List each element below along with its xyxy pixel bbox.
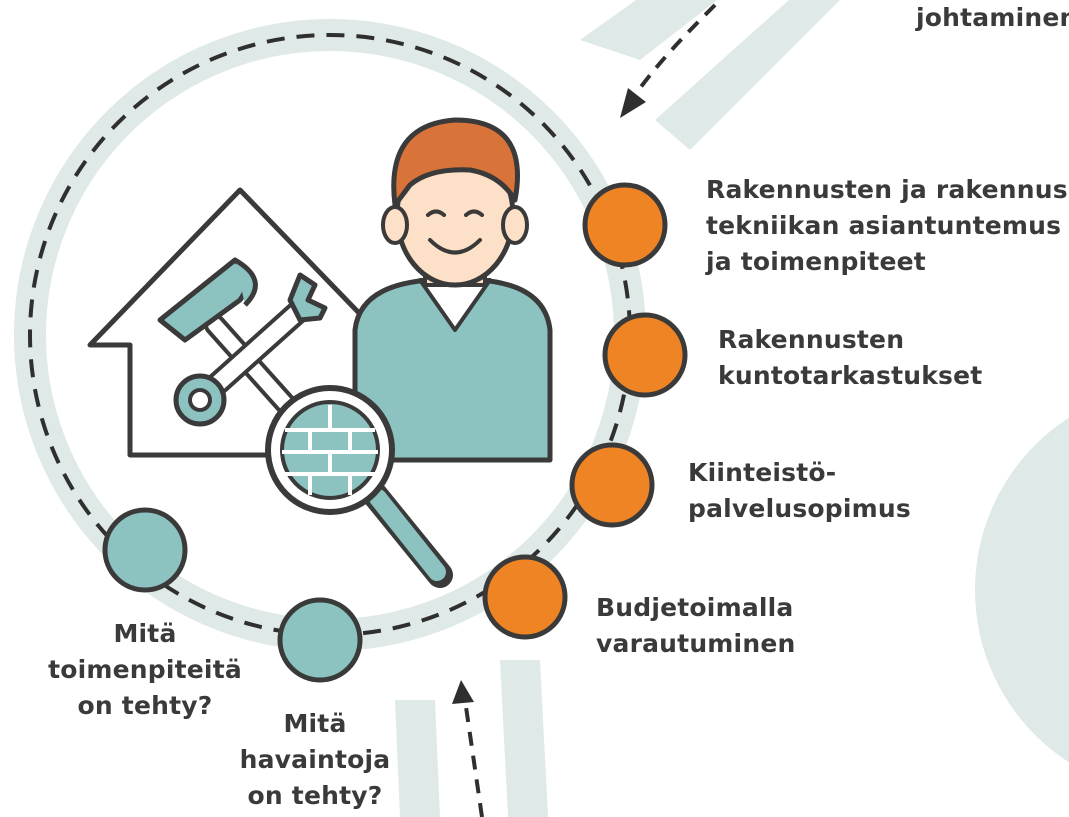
label-inspections: Rakennusten kuntotarkastukset	[718, 325, 983, 390]
label-service-agreement: Kiinteistö- palvelusopimus	[688, 458, 912, 523]
magnifier-icon	[265, 385, 453, 588]
top-right-label: johtaminen	[916, 3, 1069, 32]
teal-node-findings	[277, 597, 363, 683]
orange-node-service-agreement	[569, 442, 655, 528]
orange-nodes	[482, 182, 688, 640]
background-bands	[395, 0, 1069, 817]
teal-node-actions	[102, 507, 188, 593]
label-expertise: Rakennusten ja rakennus- tekniikan asian…	[706, 175, 1069, 276]
label-question-findings: Mitä havaintoja on tehty?	[239, 709, 391, 810]
label-budgeting: Budjetoimalla varautuminen	[596, 593, 796, 658]
person-icon	[352, 117, 553, 463]
label-question-actions: Mitä toimenpiteitä on tehty?	[48, 619, 242, 720]
teal-nodes	[102, 507, 363, 683]
wrench-icon	[173, 272, 328, 427]
orange-node-inspections	[602, 312, 688, 398]
orange-node-expertise	[582, 182, 668, 268]
arrow-up-icon	[452, 680, 484, 817]
orange-node-budgeting	[482, 554, 568, 640]
arrow-down-left-icon	[620, 3, 717, 118]
